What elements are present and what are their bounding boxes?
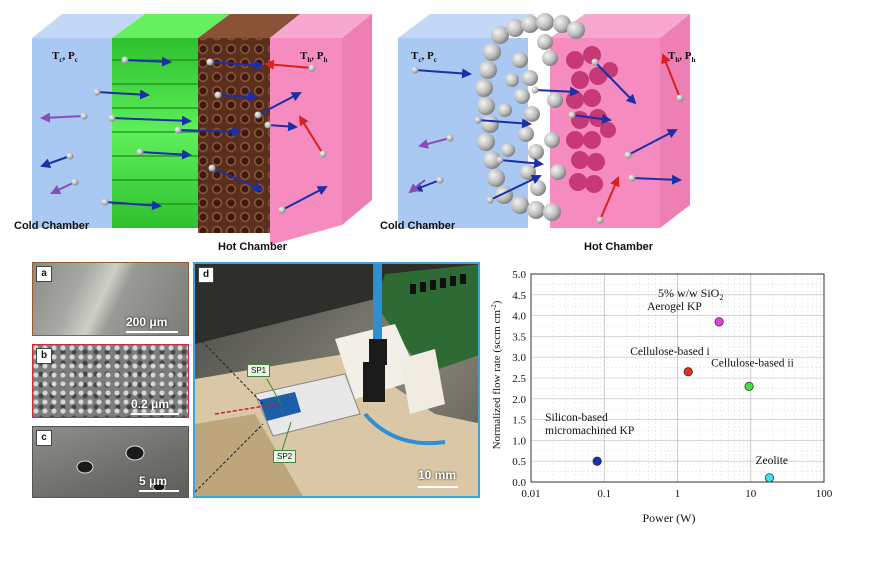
data-point-label: micromachined KP [545,425,634,437]
y-tick-label: 4.5 [512,290,526,302]
device-photo-drawing [195,264,478,496]
x-tick-label: 100 [816,488,833,500]
scale-bar-b [131,413,179,415]
y-tick-label: 2.0 [512,394,526,406]
scale-label-a: 200 μm [126,315,168,329]
y-tick-label: 4.0 [512,311,526,323]
cold-chamber-left [32,14,145,38]
cold-state-label-left: Tc, Pc [52,50,78,65]
left-knudsen-diagram [32,14,372,245]
data-point-label: Cellulose-based ii [711,357,794,369]
hot-state-label-right: Th, Ph [668,50,696,65]
y-tick-label: 0.0 [512,477,526,489]
panel-label-a: a [36,266,52,282]
x-axis-ticks: 0.01 0.1 1 10 100 [521,488,832,500]
cold-state-label-right: Tc, Pc [411,50,437,65]
x-tick-label: 0.01 [521,488,540,500]
scale-bar-a [126,331,178,333]
sem-pores-c [76,445,166,492]
data-point [764,473,775,483]
sem-panel-c: c 5 μm [32,426,189,498]
y-tick-label: 5.0 [512,269,526,281]
y-tick-label: 0.5 [512,456,526,468]
porous-block [198,38,270,233]
y-axis-label: Normalized flow rate (sccm cm-2) [490,300,503,449]
y-tick-label: 3.0 [512,352,526,364]
sp2-callout: SP2 [273,450,297,463]
membrane-green [112,38,198,228]
sem-panel-a: a 200 μm [32,262,189,336]
scale-label-b: 0.2 μm [131,397,170,411]
panel-label-c: c [36,430,52,446]
sem-panel-b: b 0.2 μm [32,344,189,418]
data-point [744,381,754,391]
hot-state-label-left: Th, Ph [300,50,328,65]
right-aerogel-diagram [398,13,690,228]
y-tick-label: 1.0 [512,435,526,447]
scale-bar-c [139,490,179,492]
hot-chamber-label-left: Hot Chamber [218,241,288,253]
data-point-label: Silicon-based [545,412,608,424]
data-point [683,367,693,377]
data-point-label: Cellulose-based i [630,346,710,358]
y-tick-label: 1.5 [512,415,526,427]
panel-label-b: b [36,348,52,364]
data-point-label: Zeolite [755,455,788,467]
chart-plot-area [530,273,825,483]
x-axis-label: Power (W) [643,511,696,525]
chart-grid [530,273,824,483]
data-point [714,317,724,327]
sp1-callout: SP1 [247,364,271,377]
scale-label-d: 10 mm [418,468,457,482]
scale-label-c: 5 μm [139,474,168,488]
scale-bar-d [418,486,458,488]
cold-chamber-label-right: Cold Chamber [380,220,456,232]
chart-title: 5% w/w SiO2 [658,286,723,302]
data-point [592,456,602,466]
x-tick-label: 1 [675,488,681,500]
device-photo-panel-d: d SP1 SP2 10 mm [193,262,480,498]
data-point-label: Aerogel KP [647,301,702,313]
cold-chamber-label-left: Cold Chamber [14,220,90,232]
aerogel-sphere-network [475,13,585,221]
y-axis-ticks: 0.0 0.5 1.0 1.5 2.0 2.5 3.0 3.5 4.0 4.5 5.0 [512,269,526,489]
hot-chamber-label-right: Hot Chamber [584,241,654,253]
y-tick-label: 3.5 [512,331,526,343]
x-tick-label: 0.1 [597,488,611,500]
hot-chamber-left [270,38,342,245]
y-tick-label: 2.5 [512,373,526,385]
x-tick-label: 10 [745,488,757,500]
panel-label-d: d [198,267,214,283]
